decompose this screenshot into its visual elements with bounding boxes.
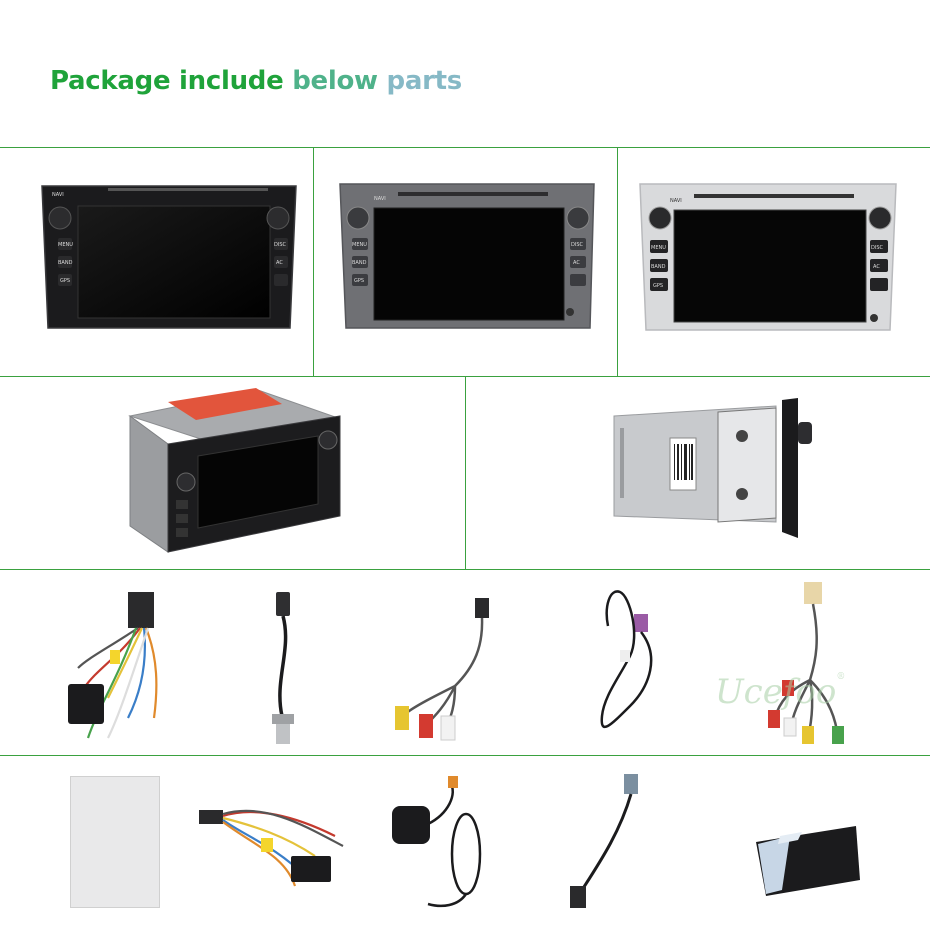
rca-video-cable — [385, 596, 505, 746]
unit-with-housing — [128, 388, 348, 558]
usb-extension-cable — [560, 772, 650, 912]
svg-text:DISC: DISC — [871, 245, 883, 251]
svg-text:NAVI: NAVI — [670, 198, 682, 204]
divider-col-2 — [617, 147, 618, 376]
radio-silver: NAVI MENU BAND GPS DISC AC — [638, 180, 900, 340]
gps-antenna — [388, 774, 498, 914]
divider-row-4 — [0, 755, 930, 756]
svg-text:AC: AC — [873, 264, 880, 270]
cleaning-cloth — [70, 776, 160, 908]
svg-text:BAND: BAND — [352, 260, 367, 266]
svg-text:BAND: BAND — [651, 264, 666, 270]
svg-text:AC: AC — [276, 260, 283, 266]
divider-col-3 — [465, 376, 466, 569]
svg-text:DISC: DISC — [571, 242, 583, 248]
svg-text:DISC: DISC — [274, 242, 286, 248]
title-part-3: parts — [386, 66, 463, 96]
watermark: Ucefoo® — [715, 672, 846, 712]
divider-row-1 — [0, 147, 930, 148]
radio-black: NAVI MENU BAND GPS DISC AC — [38, 180, 300, 340]
svg-text:NAVI: NAVI — [374, 196, 386, 202]
iso-harness — [195, 796, 350, 896]
svg-text:MENU: MENU — [58, 242, 73, 248]
svg-text:AC: AC — [573, 260, 580, 266]
divider-row-3 — [0, 569, 930, 570]
svg-text:BAND: BAND — [58, 260, 73, 266]
radio-grey: NAVI MENU BAND GPS DISC AC — [338, 180, 598, 340]
antenna-adapter — [252, 590, 312, 750]
svg-text:NAVI: NAVI — [52, 192, 64, 198]
divider-col-1 — [313, 147, 314, 376]
adhesive-tape — [752, 822, 862, 902]
page-title: Package include below parts — [50, 66, 462, 96]
title-part-1: Package include — [50, 66, 284, 96]
unit-side-bracket — [600, 398, 822, 540]
svg-text:GPS: GPS — [60, 278, 70, 284]
title-part-2: below — [292, 66, 378, 96]
rca-audio-cable — [760, 580, 870, 750]
svg-text:GPS: GPS — [354, 278, 364, 284]
power-harness — [58, 588, 178, 748]
svg-text:MENU: MENU — [352, 242, 367, 248]
svg-text:MENU: MENU — [651, 245, 666, 251]
microphone-cable — [590, 586, 670, 746]
svg-text:GPS: GPS — [653, 283, 663, 289]
